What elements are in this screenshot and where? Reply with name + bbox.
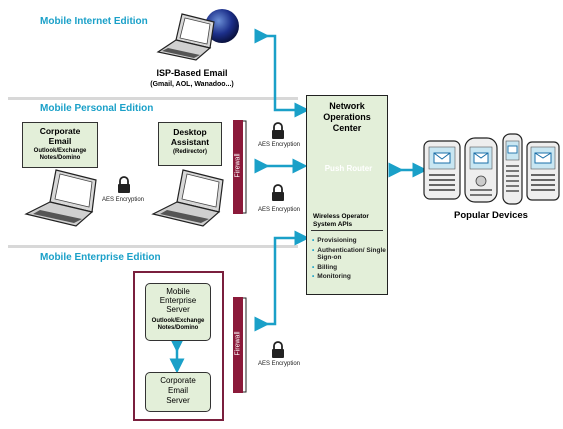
connectors: [169, 28, 428, 374]
desktop-assistant-title-2: Assistant: [170, 137, 210, 147]
corporate-email-box: Corporate Email Outlook/Exchange Notes/D…: [22, 122, 98, 168]
phone-icon-4: [526, 141, 560, 201]
enterprise-server-sub-1: Outlook/Exchange: [151, 318, 205, 324]
isp-email-title: ISP-Based Email: [156, 68, 228, 78]
corporate-email-sub-2: Notes/Domino: [39, 155, 81, 161]
noc-title-1: Network: [329, 101, 365, 111]
phone-icon-1: [423, 140, 461, 200]
aes-label-desktop: AES Encryption: [258, 207, 301, 213]
edition-label-personal: Mobile Personal Edition: [40, 103, 154, 114]
divider-personal: [8, 97, 298, 100]
push-router-label: Push Router: [324, 164, 373, 173]
corporate-email-server-box: Corporate Email Server: [145, 372, 211, 412]
phone-icon-3: [502, 133, 523, 205]
noc-api-item: •Authentication/ Single Sign-on: [312, 246, 386, 262]
noc-title-2: Operations: [323, 112, 371, 122]
corporate-server-line-1: Corporate: [160, 376, 196, 385]
corporate-laptop-icon: [24, 169, 97, 227]
edition-label-internet: Mobile Internet Edition: [40, 16, 148, 27]
noc-api-item-label: Authentication/ Single Sign-on: [317, 246, 386, 262]
lock-icon-desktop: [272, 184, 284, 201]
corporate-server-line-3: Server: [166, 396, 190, 405]
noc-api-item-label: Billing: [317, 263, 338, 271]
aes-label-enterprise: AES Encryption: [258, 361, 301, 367]
enterprise-server-title-2: Enterprise: [159, 296, 197, 305]
lock-icon-personal: [118, 176, 130, 193]
divider-enterprise: [8, 245, 298, 248]
corporate-server-line-2: Email: [167, 386, 188, 395]
corporate-email-sub-1: Outlook/Exchange: [33, 148, 87, 154]
desktop-assistant-sub: (Redirector): [172, 149, 207, 155]
phone-icon-2: [464, 137, 498, 203]
desktop-assistant-box: Desktop Assistant (Redirector): [158, 122, 222, 166]
corporate-email-title-2: Email: [48, 136, 72, 146]
devices-icons: [423, 133, 560, 205]
noc-api-item-label: Provisioning: [317, 237, 357, 244]
firewall-bar-enterprise: Firewall: [233, 297, 243, 393]
aes-label-personal: AES Encryption: [102, 197, 145, 203]
enterprise-frame: [133, 271, 224, 421]
enterprise-server-title-1: Mobile: [166, 287, 190, 296]
lock-icons: [118, 122, 284, 358]
firewall-label-personal: Firewall: [234, 153, 242, 178]
noc-apis-2: System APIs: [313, 221, 353, 228]
enterprise-server-title-3: Server: [166, 305, 190, 314]
noc-api-item: •Billing: [312, 263, 338, 271]
noc-title-3: Center: [332, 123, 362, 133]
noc-box: Network Operations Center Wireless Opera…: [306, 95, 388, 295]
noc-api-item: •Provisioning: [312, 237, 357, 244]
desktop-assistant-title-1: Desktop: [173, 127, 207, 137]
noc-api-item-label: Monitoring: [317, 273, 351, 280]
noc-api-list: •Provisioning •Authentication/ Single Si…: [312, 237, 386, 283]
noc-api-item: •Monitoring: [312, 273, 351, 280]
enterprise-server-sub-2: Notes/Domino: [157, 325, 199, 331]
aes-label-internet: AES Encryption: [258, 142, 301, 148]
lock-icon-enterprise: [272, 341, 284, 358]
isp-email-subtitle: (Gmail, AOL, Wanadoo...): [150, 81, 234, 88]
globe-icon: [205, 9, 239, 43]
isp-laptop-icon: [156, 9, 239, 61]
firewall-bar-personal: Firewall: [233, 120, 243, 214]
noc-apis-underline: [311, 230, 383, 231]
noc-apis-1: Wireless Operator: [313, 213, 369, 220]
corporate-email-title-1: Corporate: [39, 126, 81, 136]
edition-label-enterprise: Mobile Enterprise Edition: [40, 252, 161, 263]
mobile-enterprise-server-box: Mobile Enterprise Server Outlook/Exchang…: [145, 283, 211, 341]
popular-devices-label: Popular Devices: [454, 210, 528, 221]
lock-icon-internet: [272, 122, 284, 139]
firewall-label-enterprise: Firewall: [234, 331, 242, 356]
desktop-assistant-laptop-icon: [151, 169, 224, 227]
